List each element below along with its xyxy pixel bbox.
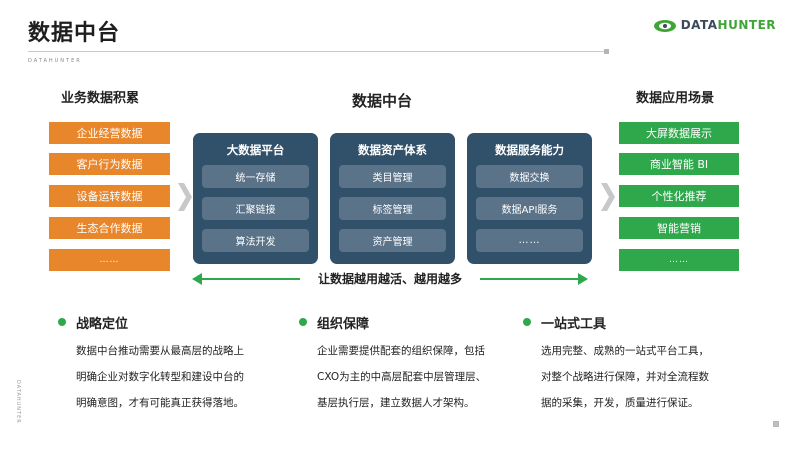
section-line: 对整个战略进行保障，并对全流程数 bbox=[541, 371, 709, 383]
service-panel: 数据服务能力 数据交换 数据API服务 …… bbox=[467, 133, 592, 264]
bullet-dot-icon bbox=[299, 318, 307, 326]
panel-item: …… bbox=[476, 229, 583, 252]
right-item-box: 大屏数据展示 bbox=[619, 122, 739, 144]
section-body: 企业需要提供配套的组织保障，包括 CXO为主的中高层配套中层管理层、 基层执行层… bbox=[317, 338, 537, 416]
section-line: 明确意图，才有可能真正获得落地。 bbox=[76, 397, 244, 409]
right-item-box: …… bbox=[619, 249, 739, 271]
brand-text-data: DATA bbox=[680, 18, 718, 32]
section-body: 数据中台推动需要从最高层的战略上 明确企业对数字化转型和建设中台的 明确意图，才… bbox=[76, 338, 296, 416]
section-title: 组织保障 bbox=[317, 317, 370, 332]
panel-item: 算法开发 bbox=[202, 229, 309, 252]
brand-logo-icon bbox=[653, 20, 676, 32]
bullet-dot-icon bbox=[58, 318, 66, 326]
section-line: 企业需要提供配套的组织保障，包括 bbox=[317, 345, 485, 357]
right-item-box: 智能营销 bbox=[619, 217, 739, 239]
panel-title: 数据资产体系 bbox=[358, 143, 427, 157]
right-column-title: 数据应用场景 bbox=[636, 91, 715, 106]
panel-title: 数据服务能力 bbox=[495, 143, 564, 157]
left-item-box: 生态合作数据 bbox=[49, 217, 170, 239]
right-item-box: 个性化推荐 bbox=[619, 185, 739, 207]
left-column-title: 业务数据积累 bbox=[61, 91, 140, 106]
panel-item: 标签管理 bbox=[339, 197, 446, 220]
section-line: 基层执行层，建立数据人才架构。 bbox=[317, 397, 475, 409]
panel-title: 大数据平台 bbox=[226, 143, 285, 157]
left-item-box: 客户行为数据 bbox=[49, 153, 170, 175]
corner-mark bbox=[773, 421, 779, 427]
asset-panel: 数据资产体系 类目管理 标签管理 资产管理 bbox=[330, 133, 455, 264]
section-title: 一站式工具 bbox=[541, 317, 607, 332]
section-body: 选用完整、成熟的一站式平台工具， 对整个战略进行保障，并对全流程数 据的采集，开… bbox=[541, 338, 761, 416]
panel-item: 统一存储 bbox=[202, 165, 309, 188]
left-item-box: …… bbox=[49, 249, 170, 271]
chevron-right-icon bbox=[601, 183, 615, 211]
panel-item: 类目管理 bbox=[339, 165, 446, 188]
section-line: 据的采集，开发，质量进行保证。 bbox=[541, 397, 699, 409]
platform-panel: 大数据平台 统一存储 汇聚链接 算法开发 bbox=[193, 133, 318, 264]
left-item-box: 企业经营数据 bbox=[49, 122, 170, 144]
bullet-dot-icon bbox=[523, 318, 531, 326]
vertical-brand-label: DATAHUNTER bbox=[15, 380, 21, 424]
section-line: CXO为主的中高层配套中层管理层、 bbox=[317, 371, 487, 383]
panel-item: 汇聚链接 bbox=[202, 197, 309, 220]
panel-item: 数据交换 bbox=[476, 165, 583, 188]
panel-item: 数据API服务 bbox=[476, 197, 583, 220]
section-line: 选用完整、成熟的一站式平台工具， bbox=[541, 345, 709, 357]
section-line: 明确企业对数字化转型和建设中台的 bbox=[76, 371, 244, 383]
center-column-title: 数据中台 bbox=[352, 92, 413, 110]
panel-item: 资产管理 bbox=[339, 229, 446, 252]
right-item-box: 商业智能 BI bbox=[619, 153, 739, 175]
section-line: 数据中台推动需要从最高层的战略上 bbox=[76, 345, 244, 357]
page-title: 数据中台 bbox=[28, 21, 121, 46]
chevron-right-icon bbox=[178, 183, 192, 211]
header-divider-dot bbox=[604, 49, 609, 54]
header-divider bbox=[28, 51, 606, 52]
left-item-box: 设备运转数据 bbox=[49, 185, 170, 207]
section-title: 战略定位 bbox=[76, 317, 129, 332]
sub-brand-label: DATAHUNTER bbox=[28, 58, 82, 64]
brand-text-hunter: HUNTER bbox=[717, 18, 776, 32]
loop-label: 让数据越用越活、越用越多 bbox=[300, 270, 480, 287]
